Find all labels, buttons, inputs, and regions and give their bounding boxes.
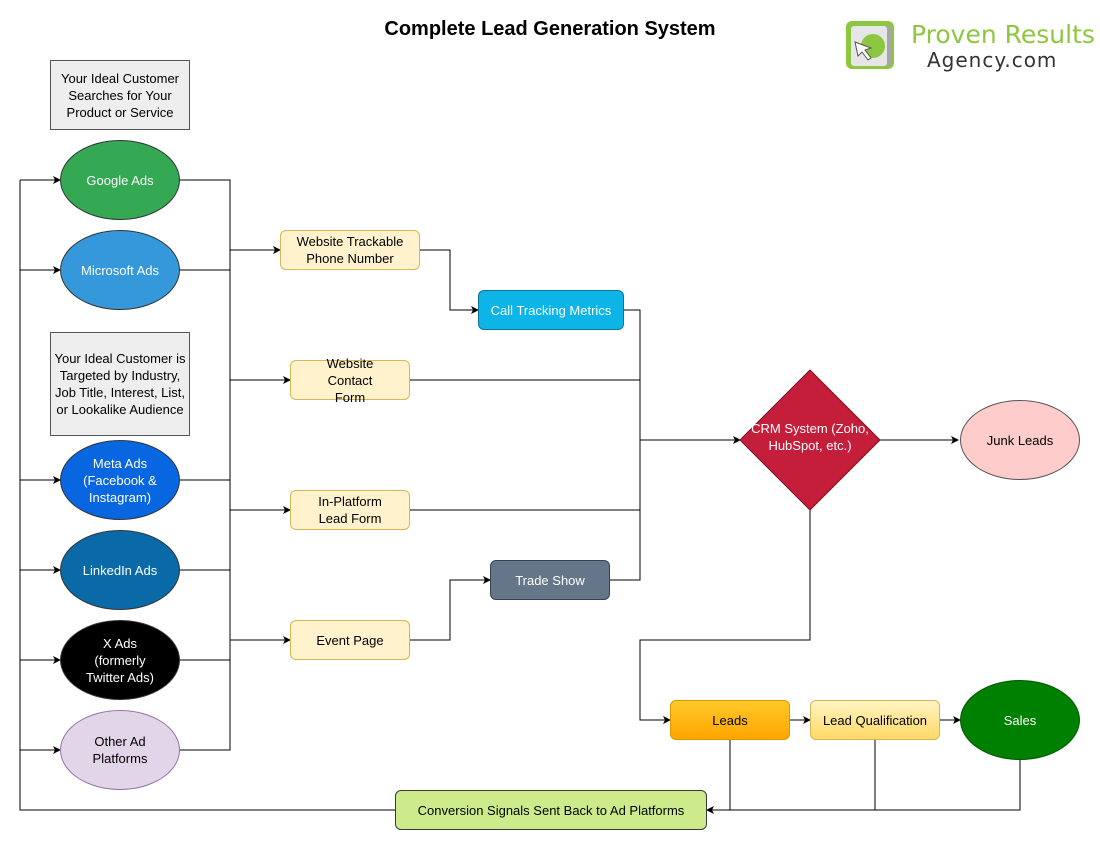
other-ad-platforms-node[interactable]: Other Ad Platforms [60,710,180,790]
arrow-to-conversion [706,760,1021,814]
trade-show-node[interactable]: Trade Show [490,560,610,600]
cursor-logo-icon [846,21,894,69]
crm-diamond[interactable] [739,369,881,511]
search-intent-note: Your Ideal Customer Searches for Your Pr… [50,60,190,130]
crm-label: CRM System (Zoho, HubSpot, etc.) [751,421,869,453]
x-ads-node[interactable]: X Ads (formerly Twitter Ads) [60,620,180,700]
conversion-signals-node[interactable]: Conversion Signals Sent Back to Ad Platf… [395,790,707,830]
sales-node[interactable]: Sales [960,680,1080,760]
lead-qualification-node[interactable]: Lead Qualification [810,700,940,740]
event-page-node[interactable]: Event Page [290,620,410,660]
microsoft-ads-node[interactable]: Microsoft Ads [60,230,180,310]
arrow-to-trade-show [410,576,491,641]
page-title: Complete Lead Generation System [384,18,716,40]
targeting-note: Your Ideal Customer is Targeted by Indus… [50,332,190,436]
logo-line2: Agency.com [927,48,1058,72]
feedback-spine [19,180,395,811]
logo: Proven Results Agency.com [845,20,1095,72]
call-tracking-node[interactable]: Call Tracking Metrics [478,290,624,330]
linkedin-ads-node[interactable]: LinkedIn Ads [60,530,180,610]
contact-form-node[interactable]: Website Contact Form [290,356,410,405]
leads-node[interactable]: Leads [670,700,790,740]
lead-form-node[interactable]: In-Platform Lead Form [290,490,410,530]
logo-line1: Proven Results [911,20,1095,49]
google-ads-node[interactable]: Google Ads [60,140,180,220]
arrow-to-call-tracking [420,249,479,314]
arrow-to-leads [639,510,811,724]
meta-ads-node[interactable]: Meta Ads (Facebook & Instagram) [60,440,180,520]
junk-leads-node[interactable]: Junk Leads [960,400,1080,480]
trackable-phone-node[interactable]: Website Trackable Phone Number [280,230,420,270]
